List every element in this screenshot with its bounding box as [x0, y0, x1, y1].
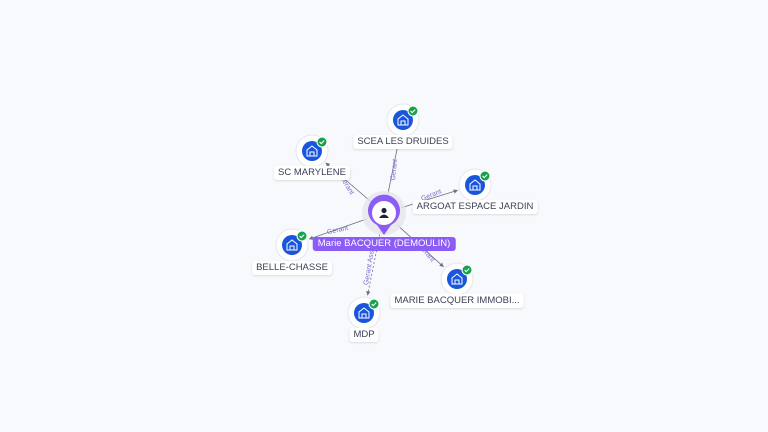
edge-arrow-marylene [325, 162, 331, 168]
checkmark-icon [299, 234, 305, 239]
checkmark-icon [410, 109, 416, 114]
edge-arrow-argoat [453, 189, 458, 194]
checkmark-icon [371, 302, 377, 307]
checkmark-icon [319, 140, 325, 145]
verified-badge-icon [479, 170, 491, 182]
company-label-marylene[interactable]: SC MARYLENE [274, 166, 350, 180]
edge-belle [308, 218, 368, 240]
company-label-belle[interactable]: BELLE-CHASSE [252, 261, 332, 275]
company-node-scea[interactable] [386, 103, 420, 137]
company-building-icon [397, 114, 409, 126]
edge-label-belle: Gerant [326, 225, 348, 236]
company-label-immo[interactable]: MARIE BACQUER IMMOBI... [390, 294, 524, 308]
person-icon [379, 207, 389, 218]
edge-mdp [367, 230, 381, 296]
company-node-belle[interactable] [275, 228, 309, 262]
company-building-icon [451, 273, 463, 285]
company-node-marylene[interactable] [295, 134, 329, 168]
verified-badge-icon [407, 105, 419, 117]
company-building-icon [469, 179, 481, 191]
edge-arrow-immo [439, 262, 444, 267]
verified-badge-icon [461, 264, 473, 276]
company-label-argoat[interactable]: ARGOAT ESPACE JARDIN [412, 200, 538, 214]
edge-argoat [401, 189, 458, 209]
verified-badge-icon [296, 230, 308, 242]
edge-arrow-belle [309, 235, 314, 240]
edge-label-scea: Gerant [390, 159, 399, 181]
company-building-icon [286, 239, 298, 251]
person-node-center[interactable] [362, 191, 406, 235]
checkmark-icon [482, 174, 488, 179]
verified-badge-icon [316, 136, 328, 148]
company-node-mdp[interactable] [347, 296, 381, 330]
company-building-icon [358, 307, 370, 319]
company-label-scea[interactable]: SCEA LES DRUIDES [353, 135, 453, 149]
edge-arrow-mdp [366, 290, 371, 296]
verified-badge-icon [368, 298, 380, 310]
company-label-mdp[interactable]: MDP [349, 328, 379, 342]
checkmark-icon [464, 268, 470, 273]
person-label[interactable]: Marie BACQUER (DEMOULIN) [312, 237, 456, 251]
company-node-immo[interactable] [440, 262, 474, 296]
company-building-icon [306, 145, 318, 157]
company-node-argoat[interactable] [458, 168, 492, 202]
